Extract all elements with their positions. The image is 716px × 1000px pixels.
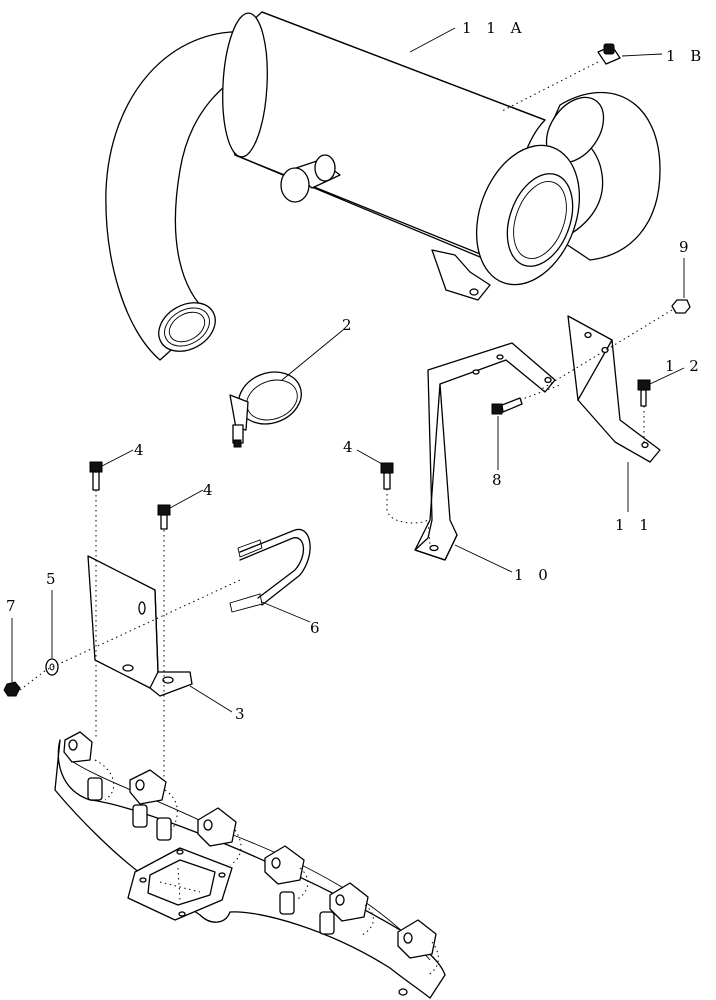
callout-10: 1 0 [514, 566, 553, 584]
nut-7 [3, 681, 21, 697]
bolt-12 [637, 379, 651, 407]
callout-5: 5 [46, 570, 61, 588]
leader-lines [11, 27, 685, 713]
dotted-line-1b [499, 61, 599, 113]
manifold-port-3 [156, 807, 237, 847]
callout-1b: 1 B [666, 47, 706, 65]
outlet-collar [506, 173, 574, 267]
clamp-2 [229, 371, 302, 448]
bolt-8 [491, 397, 523, 415]
dotted-line-5-7 [19, 579, 241, 691]
exhaust-manifold [54, 731, 446, 999]
manifold-port-2 [129, 769, 167, 828]
u-bolt-6 [229, 528, 311, 613]
muffler-side-port [280, 154, 341, 203]
callout-8: 8 [492, 471, 507, 489]
manifold-port-5 [319, 882, 369, 935]
callout-4-left: 4 [134, 441, 149, 459]
bolt-4-left [89, 461, 103, 491]
callout-12: 1 2 [665, 357, 704, 375]
muffler-inlet-elbow [105, 31, 263, 361]
nut-9 [671, 299, 691, 314]
callout-4-mid: 4 [203, 481, 218, 499]
callout-9: 9 [679, 238, 694, 256]
muffler-assembly [105, 11, 661, 361]
manifold-flange [127, 847, 233, 921]
bracket-10 [414, 342, 556, 561]
callout-7: 7 [6, 597, 21, 615]
dotted-line-4-center [386, 489, 431, 546]
muffler-mounting-foot [431, 249, 491, 301]
manifold-port-1 [63, 731, 103, 801]
plug-1b [597, 43, 621, 65]
bolt-4-center [380, 462, 394, 490]
manifold-port-6 [397, 919, 437, 996]
callout-4-center: 4 [343, 438, 358, 456]
washer-5 [45, 658, 59, 676]
bracket-3 [87, 555, 193, 697]
callout-6: 6 [310, 619, 325, 637]
callout-11: 1 1 [615, 516, 654, 534]
dotted-line-9 [539, 309, 673, 391]
bolt-4-mid [157, 504, 171, 530]
dotted-line-8 [519, 384, 561, 401]
bracket-11 [567, 315, 661, 463]
manifold-port-4 [264, 845, 305, 915]
callout-3: 3 [235, 705, 250, 723]
callout-2: 2 [342, 316, 357, 334]
callout-11a: 1 1 A [462, 19, 526, 37]
